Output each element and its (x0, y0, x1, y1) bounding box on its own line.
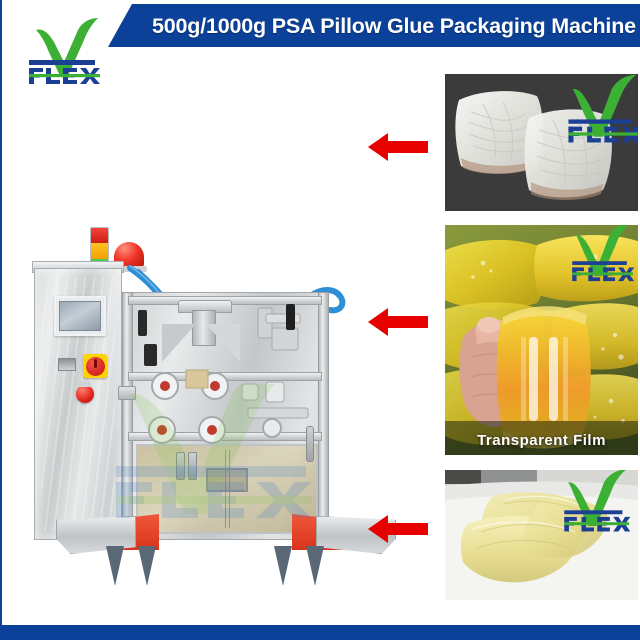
support-leg-2 (138, 546, 156, 586)
forming-funnel-right (206, 324, 240, 362)
arrow-to-top-product (366, 130, 430, 164)
transparent-safety-doors (136, 444, 318, 534)
discharge-chute-left (56, 516, 136, 554)
transparent-film-photo (445, 225, 638, 455)
frame-cross-bar-mid (128, 372, 322, 381)
frame-cross-bar-low (128, 432, 322, 441)
cabinet-latch-handle (118, 386, 136, 400)
emergency-stop-button (76, 381, 94, 403)
white-pillow-bags-photo (445, 74, 638, 211)
arrow-to-bottom-product (366, 512, 430, 546)
arrow-to-middle-product (366, 305, 430, 339)
main-power-switch (83, 354, 107, 378)
door-hinge-right (188, 452, 197, 480)
arrow-left-icon (368, 308, 428, 336)
machine-nameplate (58, 358, 76, 371)
page-title: 500g/1000g PSA Pillow Glue Packaging Mac… (152, 14, 636, 38)
side-door-handle (306, 426, 314, 462)
panel-white-pillow-bags (445, 74, 638, 211)
footer-bar (2, 625, 640, 640)
support-leg-4 (306, 546, 324, 586)
forming-funnel-left (162, 324, 196, 362)
panel-transparent-film: Transparent Film (445, 225, 638, 455)
arrow-left-icon (368, 515, 428, 543)
arrow-left-icon (368, 133, 428, 161)
hmi-touchscreen (54, 296, 106, 336)
support-leg-1 (106, 546, 124, 586)
flex-logo (20, 14, 112, 86)
door-hinge-left (176, 452, 185, 480)
panel-yellow-glue-sheets (445, 470, 638, 600)
yellow-glue-sheets-photo (445, 470, 638, 600)
frame-pillar-right (318, 292, 329, 540)
flex-logo-icon (29, 18, 100, 84)
machine-photo (10, 96, 430, 596)
frame-pillar-left (122, 292, 133, 540)
panel-caption: Transparent Film (477, 432, 606, 449)
header-banner (108, 4, 640, 47)
door-window-latch (206, 468, 248, 492)
support-leg-3 (274, 546, 292, 586)
